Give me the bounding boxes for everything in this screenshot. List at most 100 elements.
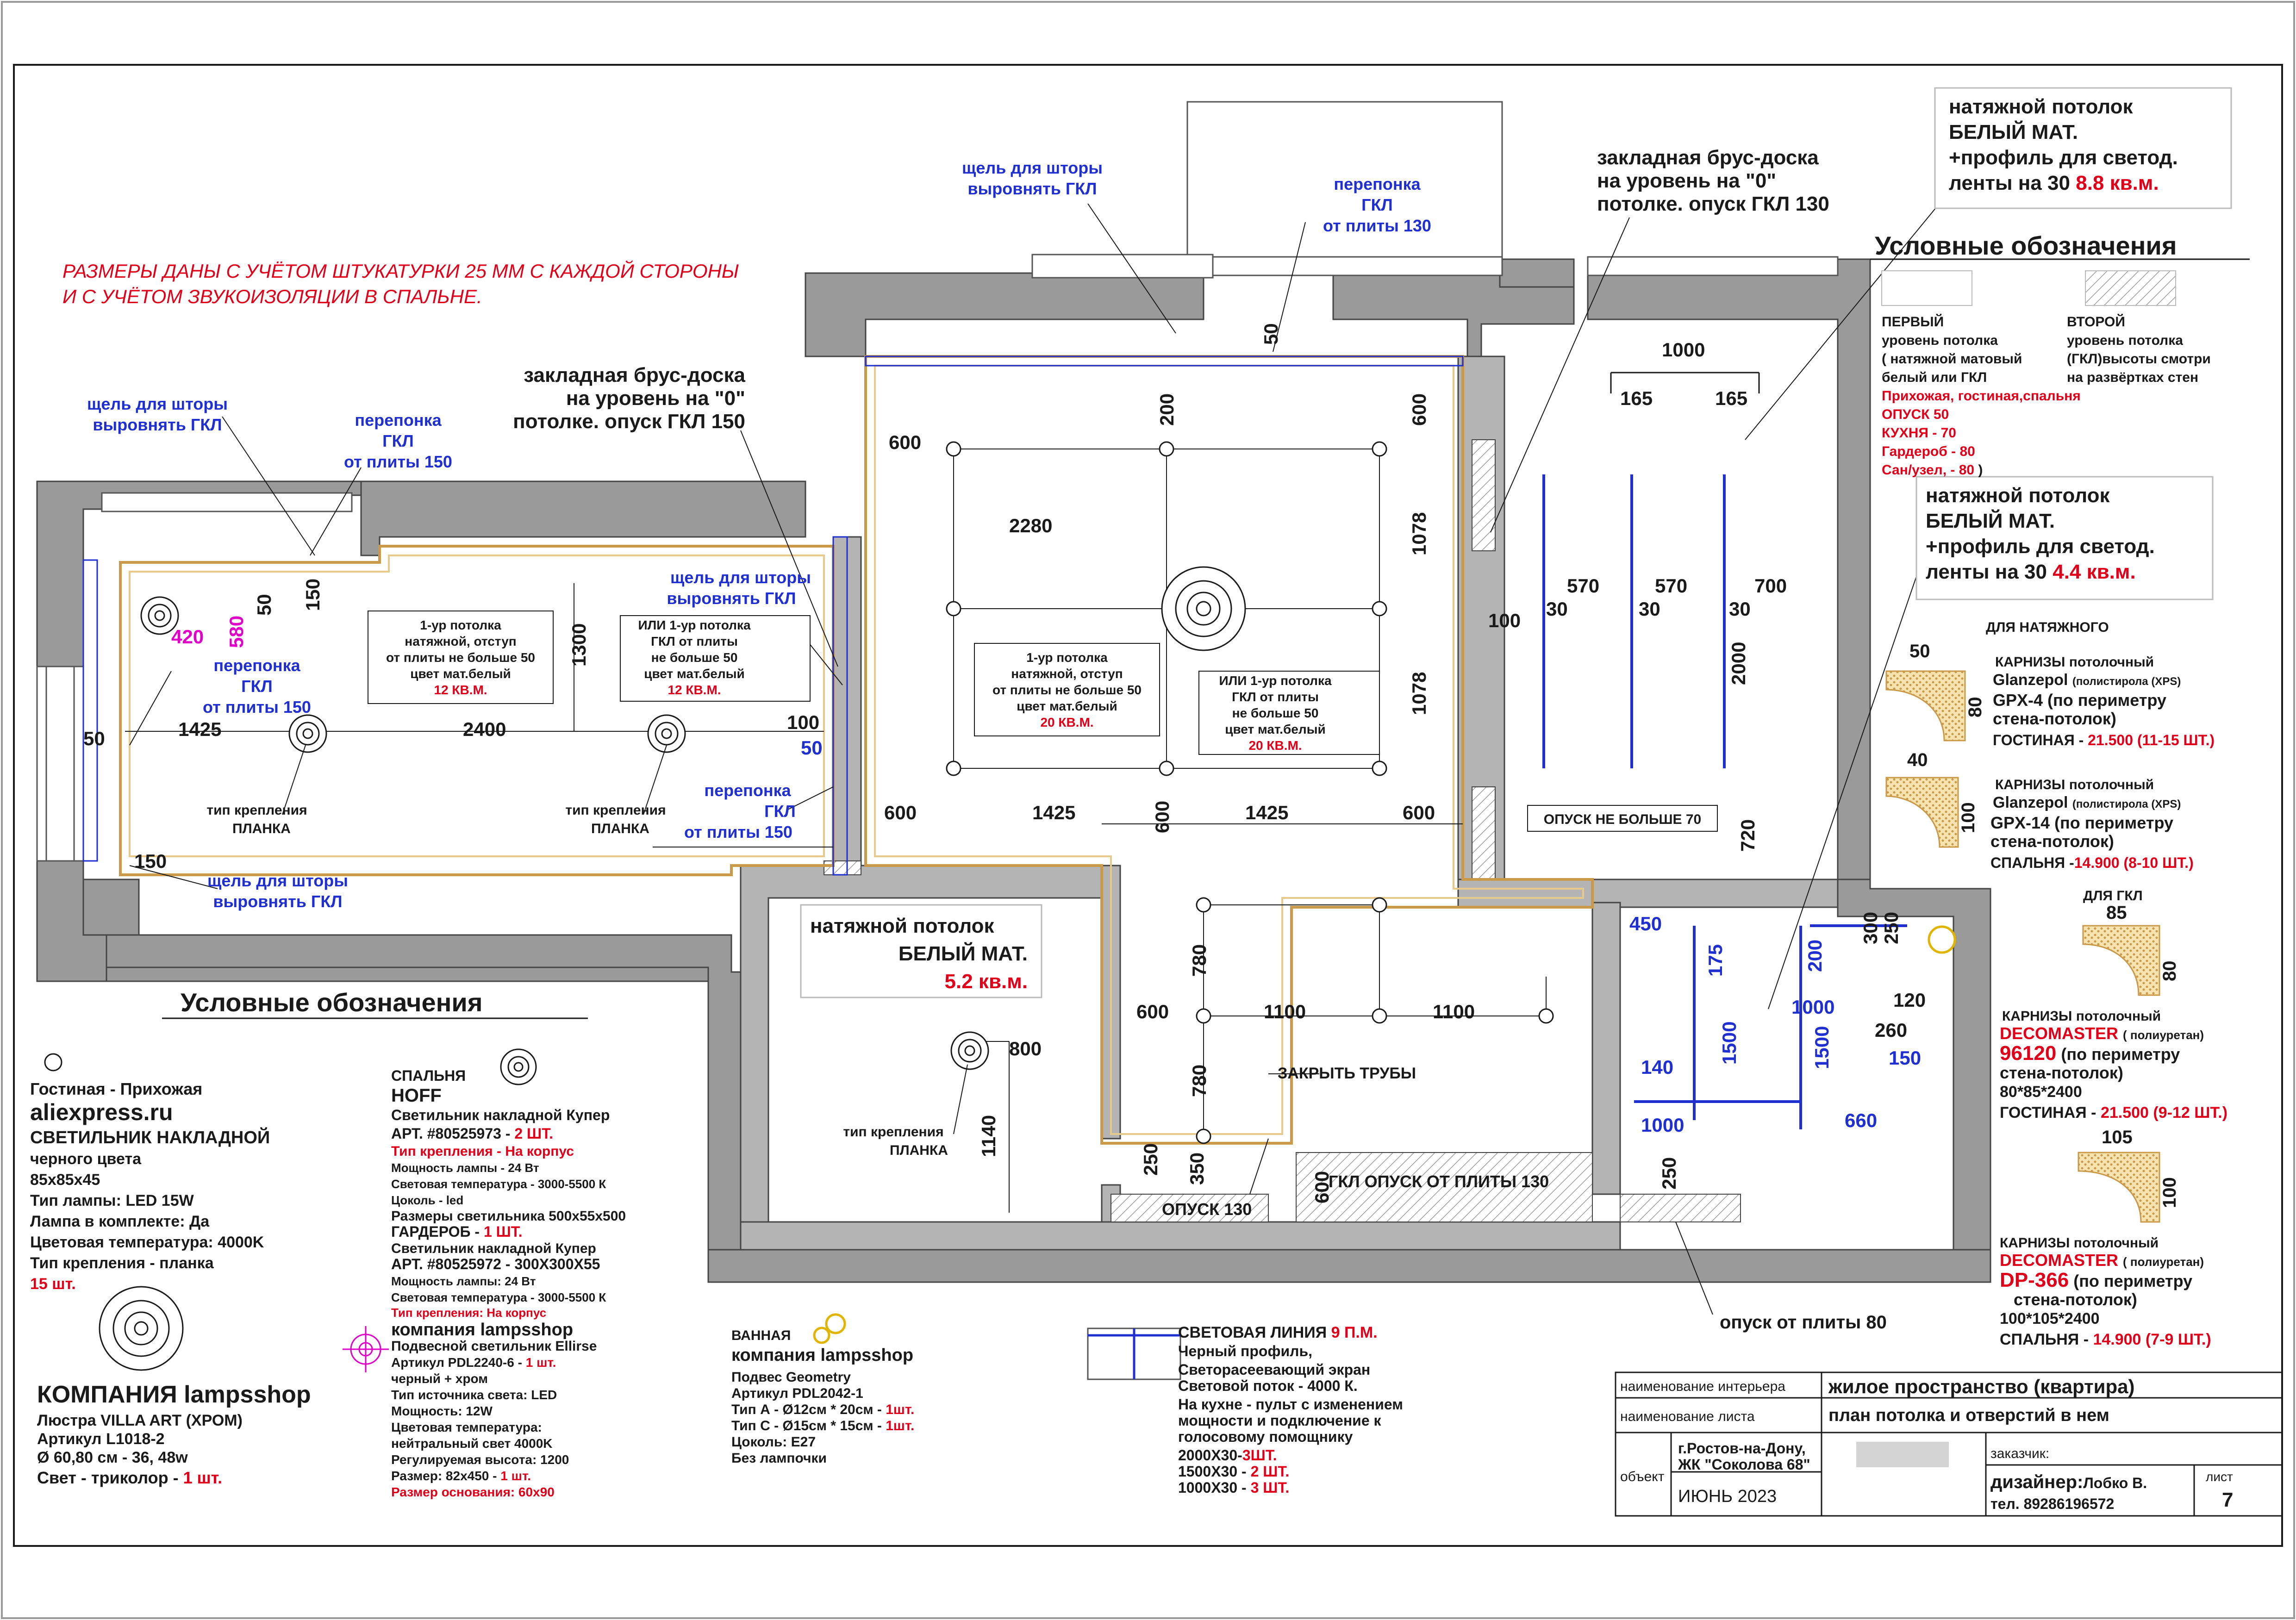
leader-lines — [129, 152, 1982, 1315]
legend-pendant-size: Размер: 82x450 - 1 шт. — [391, 1469, 531, 1483]
curtain-gap-left-1: щель для шторы — [87, 394, 228, 413]
legend-bath-company: компания lampsshop — [731, 1346, 913, 1365]
dim-bath-250: 250 — [1880, 912, 1902, 944]
dim-bath-200: 200 — [1804, 940, 1826, 972]
blue-callouts: щель для шторы выровнять ГКЛ перепонка Г… — [87, 158, 1431, 911]
legend-pendant-1: черный + хром — [391, 1371, 488, 1386]
living-info-2: натяжной, отступ — [1011, 667, 1123, 681]
cornice-1-w: 50 — [1909, 641, 1930, 661]
legend-chandelier-company: КОМПАНИЯ lampsshop — [37, 1381, 311, 1408]
cornice-4-line-4: стена-потолок) — [2014, 1290, 2137, 1309]
dim-bath-250b: 250 — [1658, 1157, 1680, 1190]
legend-red-2: ОПУСК 50 — [1882, 407, 1949, 422]
curtain-gap-mid-1: щель для шторы — [670, 568, 811, 587]
dim-hall-800: 800 — [1009, 1038, 1042, 1059]
legend-light-line-6: голосовому помощнику — [1178, 1428, 1353, 1445]
living-alt-2: ГКЛ от плиты — [1232, 690, 1319, 704]
cornice-4-line-3: DP-366 (по периметру — [2000, 1269, 2192, 1291]
box-5-2-line-2: БЕЛЫЙ МАТ. — [898, 941, 1028, 965]
bedroom-alt-1: ИЛИ 1-ур потолка — [638, 618, 751, 632]
dim-bed-1425: 1425 — [178, 718, 221, 740]
dim-liv-600e: 600 — [1403, 802, 1435, 823]
dim-bath-120: 120 — [1893, 989, 1926, 1011]
membrane-150-left-2: ГКЛ — [382, 431, 414, 450]
cornice-3-price: ГОСТИНАЯ - 21.500 (9-12 ШТ.) — [2000, 1104, 2227, 1122]
tb-interior-value: жилое пространство (квартира) — [1828, 1376, 2134, 1397]
legend-living-2: черного цвета — [30, 1150, 142, 1168]
tb-sheet-no-label: лист — [2206, 1470, 2233, 1484]
dim-bath-1500a: 1500 — [1718, 1022, 1740, 1065]
cornice-3-line-4: стена-потолок) — [2000, 1063, 2123, 1082]
legend-red-4: Гардероб - 80 — [1882, 444, 1975, 459]
cornice-3-line-1: КАРНИЗЫ потолочный — [2002, 1009, 2161, 1024]
dim-liv-200: 200 — [1156, 393, 1178, 426]
legend-light-line-1: Черный профиль, — [1178, 1343, 1312, 1359]
tb-sheet-label: наименование листа — [1620, 1409, 1755, 1424]
dim-bed-1300: 1300 — [568, 623, 590, 667]
legend-bedroom-mount-2: Тип крепления: На корпус — [391, 1306, 546, 1320]
legend-second-1: ВТОРОЙ — [2067, 314, 2125, 330]
dim-liv-2280: 2280 — [1009, 515, 1052, 536]
legend-pendant-company: компания lampsshop — [391, 1320, 573, 1340]
curtain-gap-top-1: щель для шторы — [962, 158, 1103, 177]
membrane-130-3: от плиты 130 — [1323, 216, 1431, 235]
cornice-4-line-1: КАРНИЗЫ потолочный — [2000, 1235, 2159, 1251]
beam-150-3: потолке. опуск ГКЛ 150 — [513, 410, 745, 433]
gkl-soffits — [824, 439, 1741, 1222]
box-4-4-line-2: БЕЛЫЙ МАТ. — [1926, 509, 2055, 532]
cornice-2-line-1: КАРНИЗЫ потолочный — [1995, 777, 2154, 792]
cornice-4-line-2: DECOMASTER ( полиуретан) — [2000, 1251, 2204, 1270]
cornice-header-stretch: ДЛЯ НАТЯЖНОГО — [1986, 620, 2109, 635]
dim-bed-2400: 2400 — [463, 718, 506, 740]
legend-pendant-5: нейтральный свет 4000K — [391, 1436, 553, 1451]
living-info-5: 20 КВ.М. — [1040, 715, 1093, 729]
dim-bed-50c: 50 — [801, 737, 823, 759]
cornice-1-h: 80 — [1965, 697, 1985, 718]
bedroom-alt-4: цвет мат.белый — [644, 667, 744, 681]
legend-bedroom-art-1: АРТ. #80525973 - 2 ШТ. — [391, 1125, 553, 1142]
legend-light-line-2: Светорасеевающий экран — [1178, 1361, 1370, 1378]
drop-slab-80-label: опуск от плиты 80 — [1720, 1312, 1887, 1333]
tb-client-label: заказчик: — [1990, 1446, 2049, 1461]
box-5-2-line-1: натяжной потолок — [810, 915, 995, 937]
drop-max-70-box — [1527, 805, 1718, 832]
legend-bath-typeA: Тип А - Ø12см * 20см - 1шт. — [731, 1402, 914, 1417]
dim-hall-1100a: 1100 — [1264, 1001, 1306, 1022]
dim-liv-600a: 600 — [889, 431, 921, 453]
dim-kit-570b: 570 — [1655, 575, 1687, 597]
legend-bath-room: ВАННАЯ — [731, 1328, 791, 1343]
legend-second-4: на развёртках стен — [2067, 370, 2198, 385]
title-block-text: наименование интерьера жилое пространств… — [1620, 1376, 2233, 1512]
dim-bed-50b: 50 — [83, 728, 105, 749]
dim-bed-580: 580 — [225, 616, 247, 648]
dim-kit-30b: 30 — [1639, 598, 1660, 620]
drop-max-70-label: ОПУСК НЕ БОЛЬШЕ 70 — [1544, 812, 1702, 827]
dim-liv-600d: 600 — [1151, 801, 1173, 833]
dim-bed-150b: 150 — [134, 850, 167, 872]
membrane-150-left-1: перепонка — [355, 411, 442, 430]
legend-bedroom-art-2: АРТ. #80525972 - 300X300X55 — [391, 1256, 600, 1272]
dim-hall-350: 350 — [1186, 1153, 1208, 1185]
dim-kit-165a: 165 — [1620, 387, 1653, 409]
note-line-2: И С УЧЁТОМ ЗВУКОИЗОЛЯЦИИ В СПАЛЬНЕ. — [62, 286, 482, 307]
bedroom-info-5: 12 КВ.М. — [434, 683, 487, 697]
curtain-gap-bot-2: выровнять ГКЛ — [213, 892, 342, 911]
dim-hall-250: 250 — [1140, 1143, 1161, 1176]
dim-kit-30a: 30 — [1546, 598, 1568, 620]
dim-bed-100: 100 — [787, 711, 819, 733]
dim-liv-50: 50 — [1260, 323, 1282, 345]
cornice-4-price: СПАЛЬНЯ - 14.900 (7-9 ШТ.) — [2000, 1331, 2211, 1348]
legend-bedroom-room: СПАЛЬНЯ — [391, 1067, 466, 1084]
legend-living-7: Тип крепления - планка — [30, 1254, 214, 1272]
legend-second-2: уровень потолка — [2067, 333, 2183, 348]
dim-bath-1000a: 1000 — [1791, 996, 1834, 1018]
living-alt-5: 20 КВ.М. — [1248, 738, 1302, 753]
dim-bath-260: 260 — [1875, 1019, 1907, 1041]
close-pipes-label: ЗАКРЫТЬ ТРУБЫ — [1278, 1065, 1416, 1082]
legend-red-5: Сан/узел, - 80 ) — [1882, 462, 1983, 478]
cornice-2-h: 100 — [1958, 802, 1978, 833]
sheet-inner-frame — [13, 64, 2283, 1547]
curtain-gap-left-2: выровнять ГКЛ — [93, 415, 222, 434]
drop-130-label: ОПУСК 130 — [1162, 1200, 1252, 1219]
legend-chandelier-light: Свет - триколор - 1 шт. — [37, 1468, 222, 1487]
